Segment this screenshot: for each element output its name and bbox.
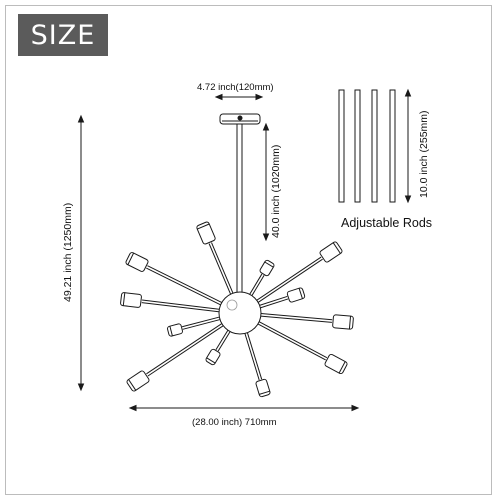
canopy-width-arrow [214,93,264,101]
socket-rim [332,242,341,254]
arm-line [208,243,233,298]
lamp-socket [196,221,216,245]
size-badge: SIZE [18,14,108,56]
rod-length-label: 40.0 inch (1020mm) [270,144,282,238]
lamp-socket [259,259,275,277]
total-height-arrow [77,114,85,392]
socket-rim [128,379,137,391]
diagram-frame [5,5,492,495]
total-height-label: 49.21 inch (1250mm) [62,202,74,302]
adjustable-rod [338,89,345,203]
arm-line [217,328,233,352]
adjustable-rod-arrow [404,88,412,204]
socket-rim [338,361,346,374]
arm-line [243,330,260,381]
adjustable-rod [354,89,361,203]
canopy-width-label: 4.72 inch(120mm) [197,82,274,93]
canopy [219,113,261,125]
arm-line [147,323,227,377]
lamp-socket [120,292,142,308]
arm-line [256,319,328,359]
socket-rim [127,252,135,265]
socket-rim [122,292,126,306]
lamp-socket [255,378,271,398]
socket-rim [259,390,270,395]
arm-line [255,322,326,361]
socket-rim [348,316,352,330]
arm-line [142,299,223,311]
arm-line [181,315,223,328]
arm-line [146,321,225,375]
socket-rim [197,223,210,230]
adjustable-rod [389,89,396,203]
down-rod [236,124,243,292]
rod-length-arrow [262,122,270,242]
lamp-socket [332,314,354,330]
lamp-socket [286,287,306,303]
lamp-socket [205,348,221,366]
arm-line [255,258,323,305]
lamp-socket [167,323,183,337]
socket-rim [264,261,274,268]
adjustable-rod-length-label: 10.0 inch (255mm) [418,110,430,198]
arm-line [257,298,289,310]
sphere-highlight [226,299,238,311]
arm-line [253,256,322,303]
adjustable-rods [338,89,396,203]
arm-line [246,329,263,380]
arm-line [215,327,230,351]
arm-line [258,312,333,321]
socket-rim [298,288,303,299]
arm-line [247,273,263,298]
adjustable-rods-caption: Adjustable Rods [341,216,433,230]
total-width-arrow [128,404,360,412]
socket-rim [169,326,173,336]
arm-line [182,318,224,330]
adjustable-rod [371,89,378,203]
arm-line [147,265,225,305]
arm-line [211,242,235,297]
total-width-label: (28.00 inch) 710mm [192,417,277,428]
arm-line [256,295,288,307]
arm-line [249,275,265,299]
chandelier-arms [120,221,354,398]
center-sphere [218,291,262,335]
arm-line [257,315,332,323]
arm-line [141,302,223,313]
arm-line [146,267,224,307]
socket-rim [206,357,216,364]
